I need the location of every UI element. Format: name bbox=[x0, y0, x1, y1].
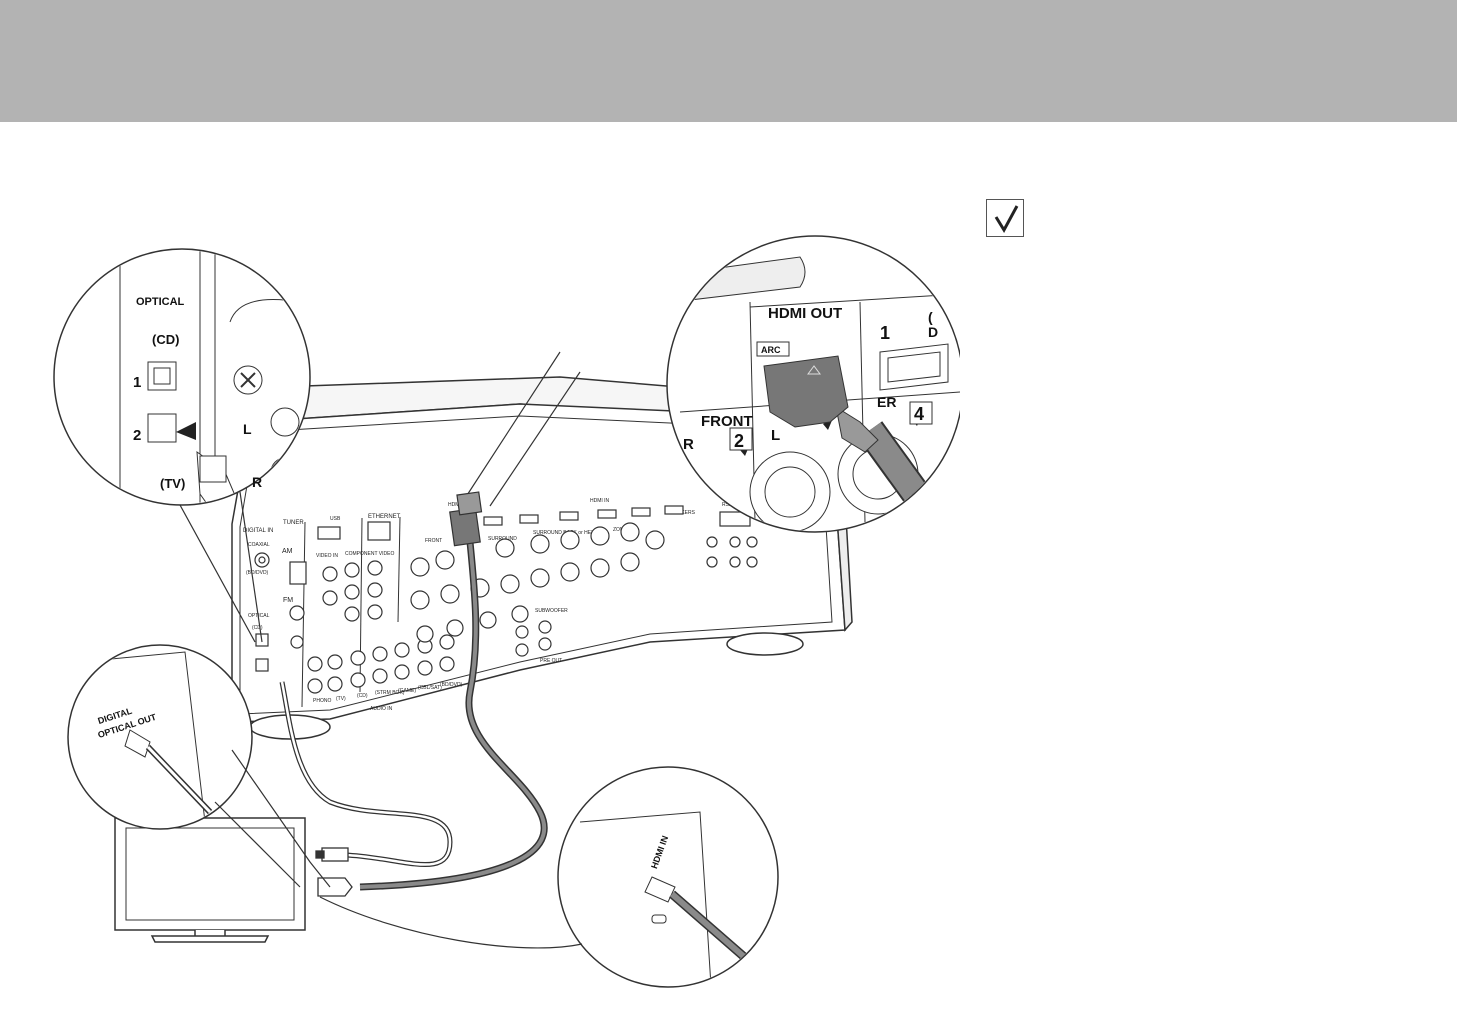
optical-tv: (TV) bbox=[160, 476, 185, 491]
label-phono: PHONO bbox=[313, 698, 331, 704]
optical-cd: (CD) bbox=[152, 332, 179, 347]
label-video-in: VIDEO IN bbox=[316, 553, 338, 559]
label-bd-dvd-in: (BD/DVD) bbox=[440, 682, 463, 688]
label-bd-dvd: (BD/DVD) bbox=[246, 570, 269, 576]
label-game: (GAME) bbox=[398, 688, 416, 694]
label-fm: FM bbox=[283, 597, 293, 604]
hdmi-out-label: HDMI OUT bbox=[768, 305, 842, 322]
hdmi-port1-suffix2: D bbox=[928, 324, 938, 340]
hdmi-port1-label: 1 bbox=[880, 323, 890, 343]
label-optical: OPTICAL bbox=[248, 613, 270, 619]
optical-zoom-circle: OPTICAL (CD) 1 2 (TV) L R bbox=[53, 248, 311, 643]
tv-optical-zoom-circle: DIGITAL OPTICAL OUT bbox=[67, 644, 331, 888]
label-strm-box: (STRM BOX) bbox=[375, 690, 405, 696]
optical-port2: 2 bbox=[133, 427, 141, 444]
label-usb: USB bbox=[330, 516, 341, 522]
cables bbox=[279, 351, 581, 891]
label-tuner: TUNER bbox=[283, 520, 304, 526]
label-coaxial: COAXIAL bbox=[248, 542, 270, 548]
label-cbl-sat: (CBL/SAT) bbox=[418, 685, 442, 691]
optical-title: OPTICAL bbox=[136, 296, 185, 308]
hdmi-plug bbox=[317, 877, 353, 897]
receiver-hdmi-plug bbox=[449, 491, 483, 547]
receiver-jacks bbox=[254, 505, 758, 694]
label-cd-in: (CD) bbox=[357, 693, 368, 699]
cable-plugs bbox=[315, 847, 353, 897]
header-band bbox=[0, 0, 1457, 122]
label-audio-in: AUDIO IN bbox=[370, 706, 393, 712]
tv bbox=[114, 817, 306, 943]
hdmi-er-label: ER bbox=[877, 394, 896, 410]
connection-diagram: DIGITAL IN COAXIAL (BD/DVD) OPTICAL (CD)… bbox=[53, 235, 960, 988]
note-checkbox bbox=[986, 199, 1024, 237]
optical-side-r: R bbox=[252, 474, 262, 490]
label-hdmi-in-receiver: HDMI IN bbox=[590, 498, 610, 504]
hdmi-zoom-circle: HDMI OUT ARC 1 ( D FRONT 2 R L ER 4 bbox=[666, 235, 960, 533]
optical-port1: 1 bbox=[133, 374, 141, 391]
label-digital-in: DIGITAL IN bbox=[243, 528, 273, 534]
optical-plug bbox=[321, 847, 349, 862]
hdmi-port1-suffix: ( bbox=[928, 309, 933, 325]
label-am: AM bbox=[282, 548, 293, 555]
optical-side-l: L bbox=[243, 421, 252, 437]
hdmi-front-num: 2 bbox=[734, 431, 744, 451]
checkbox-check-icon bbox=[994, 205, 1019, 233]
label-subwoofer: SUBWOOFER bbox=[535, 608, 568, 614]
hdmi-num4: 4 bbox=[914, 404, 924, 424]
label-ethernet: ETHERNET bbox=[368, 514, 401, 520]
hdmi-l-label: L bbox=[771, 427, 780, 444]
hdmi-front-label: FRONT bbox=[701, 413, 753, 430]
label-pre-out: PRE OUT bbox=[540, 658, 562, 664]
label-component: COMPONENT VIDEO bbox=[345, 551, 394, 557]
label-front: FRONT bbox=[425, 538, 442, 544]
label-tv-in: (TV) bbox=[336, 696, 346, 702]
hdmi-r-label: R bbox=[683, 436, 694, 453]
hdmi-arc-label: ARC bbox=[761, 345, 781, 355]
tv-hdmi-zoom-circle: HDMI IN bbox=[319, 766, 779, 988]
label-optical-cd: (CD) bbox=[252, 625, 263, 631]
